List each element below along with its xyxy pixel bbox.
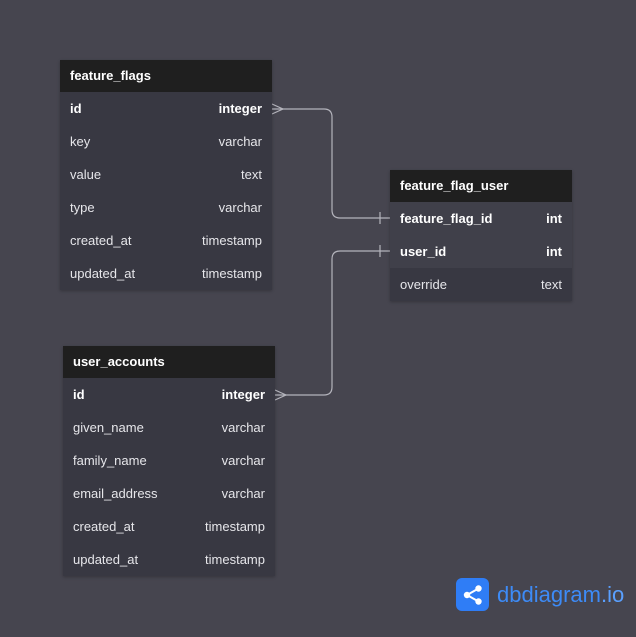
column-name: email_address (73, 486, 158, 501)
table-feature-flags[interactable]: feature_flags id integer key varchar val… (60, 60, 272, 290)
column-row-key[interactable]: key varchar (60, 125, 272, 158)
column-row-user-id[interactable]: user_id int (390, 235, 572, 268)
column-type: text (241, 167, 262, 182)
column-type: varchar (221, 486, 265, 501)
table-title[interactable]: feature_flags (60, 60, 272, 92)
column-name: updated_at (73, 552, 139, 567)
column-name: id (73, 387, 85, 402)
column-row-created-at[interactable]: created_at timestamp (63, 510, 275, 543)
column-name: value (70, 167, 102, 182)
column-row-type[interactable]: type varchar (60, 191, 272, 224)
table-title[interactable]: user_accounts (63, 346, 275, 378)
brand-tld: .io (600, 581, 625, 607)
column-type: int (546, 211, 562, 226)
column-type: varchar (221, 420, 265, 435)
column-name: updated_at (70, 266, 136, 281)
crow-foot-icon (271, 103, 285, 115)
column-name: id (70, 101, 82, 116)
column-name: feature_flag_id (400, 211, 493, 226)
column-name: type (70, 200, 95, 215)
column-row-value[interactable]: value text (60, 158, 272, 191)
column-type: timestamp (205, 519, 265, 534)
table-title[interactable]: feature_flag_user (390, 170, 572, 202)
column-row-family-name[interactable]: family_name varchar (63, 444, 275, 477)
column-type: varchar (218, 134, 262, 149)
column-row-override[interactable]: override text (390, 268, 572, 301)
column-type: timestamp (202, 266, 262, 281)
column-row-updated-at[interactable]: updated_at timestamp (60, 257, 272, 290)
column-row-id[interactable]: id integer (63, 378, 275, 411)
column-name: family_name (73, 453, 147, 468)
column-row-email-address[interactable]: email_address varchar (63, 477, 275, 510)
column-type: timestamp (205, 552, 265, 567)
column-row-created-at[interactable]: created_at timestamp (60, 224, 272, 257)
column-type: text (541, 277, 562, 292)
column-name: created_at (73, 519, 135, 534)
column-type: integer (218, 101, 262, 116)
brand-wordmark: dbdiagram.io (497, 582, 624, 608)
relationship-user-accounts-to-feature-flag-user[interactable] (275, 250, 390, 396)
crow-foot-icon (274, 389, 288, 401)
column-name: override (400, 277, 447, 292)
relationship-feature-flags-to-feature-flag-user[interactable] (272, 108, 390, 219)
table-user-accounts[interactable]: user_accounts id integer given_name varc… (63, 346, 275, 576)
column-type: int (546, 244, 562, 259)
column-type: varchar (221, 453, 265, 468)
column-row-feature-flag-id[interactable]: feature_flag_id int (390, 202, 572, 235)
column-type: integer (221, 387, 265, 402)
column-name: user_id (400, 244, 447, 259)
brand-name: dbdiagram (497, 581, 601, 607)
column-row-id[interactable]: id integer (60, 92, 272, 125)
dbdiagram-logo[interactable]: dbdiagram.io (456, 578, 624, 611)
column-type: varchar (218, 200, 262, 215)
column-row-given-name[interactable]: given_name varchar (63, 411, 275, 444)
share-nodes-icon (456, 578, 489, 611)
column-name: created_at (70, 233, 132, 248)
column-name: given_name (73, 420, 144, 435)
column-type: timestamp (202, 233, 262, 248)
table-feature-flag-user[interactable]: feature_flag_user feature_flag_id int us… (390, 170, 572, 301)
column-name: key (70, 134, 91, 149)
column-row-updated-at[interactable]: updated_at timestamp (63, 543, 275, 576)
